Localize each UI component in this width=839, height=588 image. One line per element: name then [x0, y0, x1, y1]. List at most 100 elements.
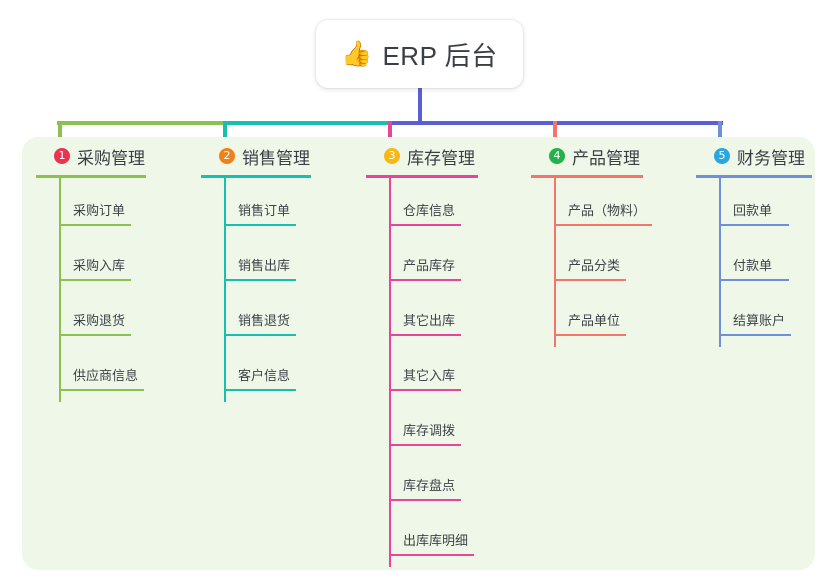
child-node-rule [389, 554, 474, 556]
child-node-label: 付款单 [733, 258, 773, 273]
child-node-label: 采购入库 [73, 258, 126, 273]
child-node-label: 库存调拨 [403, 423, 456, 438]
child-node[interactable]: 出库库明细 [389, 530, 474, 556]
child-node[interactable]: 其它入库 [389, 365, 461, 391]
connector-drop-purchase [58, 121, 62, 143]
branch-spine-1 [59, 178, 61, 402]
branch-title-1: 采购管理 [77, 148, 145, 168]
child-node[interactable]: 销售订单 [224, 200, 296, 226]
child-node-label: 其它出库 [403, 313, 456, 328]
connector-drop-product [553, 121, 557, 143]
child-node[interactable]: 产品库存 [389, 255, 461, 281]
child-node-rule [554, 279, 626, 281]
branch-badge-4: 4 [549, 148, 565, 164]
branch-rule-5 [696, 175, 812, 178]
branches-panel [22, 137, 815, 570]
branch-header-3[interactable]: 3 库存管理 [366, 143, 478, 169]
branch-rule-3 [366, 175, 478, 178]
child-node[interactable]: 产品分类 [554, 255, 626, 281]
branch-header-1[interactable]: 1 采购管理 [36, 143, 146, 169]
branch-title-2: 销售管理 [242, 148, 310, 168]
child-node-rule [389, 334, 461, 336]
branch-title-4: 产品管理 [572, 148, 640, 168]
child-node-label: 产品（物料） [568, 203, 647, 218]
child-node-rule [59, 334, 131, 336]
child-node-label: 仓库信息 [403, 203, 456, 218]
child-node-rule [389, 389, 461, 391]
child-node-label: 销售退货 [238, 313, 291, 328]
child-node-label: 产品库存 [403, 258, 456, 273]
child-node[interactable]: 产品（物料） [554, 200, 652, 226]
child-node-label: 采购订单 [73, 203, 126, 218]
branch-badge-1: 1 [54, 148, 70, 164]
child-node[interactable]: 采购入库 [59, 255, 131, 281]
child-node[interactable]: 供应商信息 [59, 365, 144, 391]
child-node-label: 产品单位 [568, 313, 621, 328]
connector-drop-inventory [388, 121, 392, 143]
branch-rule-2 [201, 175, 311, 178]
child-node-label: 销售订单 [238, 203, 291, 218]
child-node-rule [389, 224, 461, 226]
child-node-rule [554, 334, 626, 336]
thumbs-up-emoji: 👍 [341, 39, 373, 68]
child-node-label: 供应商信息 [73, 368, 139, 383]
branch-rule-1 [36, 175, 146, 178]
branch-spine-2 [224, 178, 226, 402]
branch-spine-5 [719, 178, 721, 347]
branch-spine-4 [554, 178, 556, 347]
branch-1: 1 采购管理采购订单采购入库采购退货供应商信息 [36, 143, 146, 402]
child-node-rule [389, 499, 461, 501]
branch-rule-4 [531, 175, 643, 178]
child-node[interactable]: 采购退货 [59, 310, 131, 336]
branch-3: 3 库存管理仓库信息产品库存其它出库其它入库库存调拨库存盘点出库库明细 [366, 143, 478, 567]
connector-segment-sales [224, 121, 391, 125]
branch-header-4[interactable]: 4 产品管理 [531, 143, 643, 169]
child-node-rule [224, 389, 296, 391]
child-node-label: 产品分类 [568, 258, 621, 273]
child-node-rule [224, 334, 296, 336]
child-node-label: 其它入库 [403, 368, 456, 383]
branch-4: 4 产品管理产品（物料） 产品分类产品单位 [531, 143, 652, 347]
child-node[interactable]: 回款单 [719, 200, 789, 226]
child-node-rule [59, 279, 131, 281]
child-node-label: 回款单 [733, 203, 773, 218]
child-node[interactable]: 库存调拨 [389, 420, 461, 446]
child-node[interactable]: 库存盘点 [389, 475, 461, 501]
child-node-label: 客户信息 [238, 368, 291, 383]
branch-2: 2 销售管理销售订单销售出库销售退货客户信息 [201, 143, 311, 402]
child-node-rule [719, 279, 789, 281]
child-node-rule [224, 224, 296, 226]
child-node[interactable]: 采购订单 [59, 200, 131, 226]
child-node[interactable]: 结算账户 [719, 310, 791, 336]
branch-spine-3 [389, 178, 391, 567]
branch-title-3: 库存管理 [407, 148, 475, 168]
child-node-label: 销售出库 [238, 258, 291, 273]
child-node[interactable]: 付款单 [719, 255, 789, 281]
branch-badge-2: 2 [219, 148, 235, 164]
child-node-rule [554, 224, 652, 226]
child-node[interactable]: 仓库信息 [389, 200, 461, 226]
child-node[interactable]: 销售退货 [224, 310, 296, 336]
child-node-label: 采购退货 [73, 313, 126, 328]
root-node-label: ERP 后台 [382, 40, 498, 71]
branch-badge-3: 3 [384, 148, 400, 164]
child-node[interactable]: 客户信息 [224, 365, 296, 391]
child-node-rule [719, 224, 789, 226]
branch-header-2[interactable]: 2 销售管理 [201, 143, 311, 169]
child-node-rule [59, 224, 131, 226]
child-node[interactable]: 其它出库 [389, 310, 461, 336]
child-node-rule [224, 279, 296, 281]
root-node[interactable]: 👍 ERP 后台 [316, 20, 523, 88]
child-node-label: 结算账户 [733, 313, 786, 328]
child-node[interactable]: 销售出库 [224, 255, 296, 281]
child-node-rule [59, 389, 144, 391]
connector-segment-purchase [57, 121, 224, 125]
child-node[interactable]: 产品单位 [554, 310, 626, 336]
child-node-rule [389, 444, 461, 446]
child-node-rule [719, 334, 791, 336]
connector-drop-finance [718, 121, 722, 143]
child-node-label: 出库库明细 [403, 533, 469, 548]
